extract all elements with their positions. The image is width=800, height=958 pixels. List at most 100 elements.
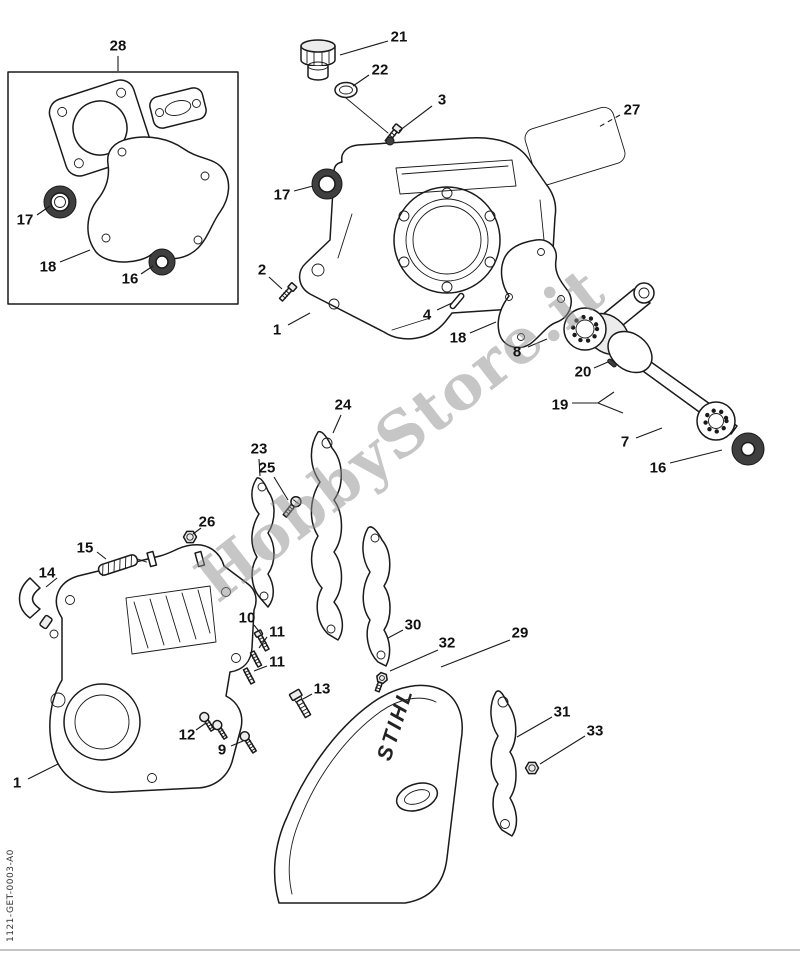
brake-band-24 <box>310 430 344 641</box>
callout-23: 23 <box>250 440 268 458</box>
callout-10: 10 <box>238 609 256 627</box>
inset-box-group <box>7 71 239 305</box>
screw-12 <box>212 719 228 740</box>
sprocket-cover-outline <box>273 684 463 904</box>
leader-line-12 <box>195 722 207 731</box>
callout-14: 14 <box>38 564 56 582</box>
callout-22: 22 <box>371 61 389 79</box>
leader-line-20 <box>593 361 609 369</box>
stud-11 <box>242 667 256 685</box>
callout-8: 8 <box>512 343 522 361</box>
screw-10 <box>253 629 270 652</box>
gasket-hole <box>200 171 210 181</box>
leader-line-14 <box>45 577 58 588</box>
callout-9: 9 <box>217 741 227 759</box>
leader-line-31 <box>516 716 553 738</box>
leader-line-25 <box>273 476 289 501</box>
leader-line-1 <box>27 763 59 780</box>
leader-line-26 <box>192 527 202 535</box>
crankcase-left-outline <box>49 544 257 793</box>
stud <box>194 550 206 568</box>
leader-line-3 <box>398 105 433 132</box>
leader-line-21 <box>339 40 389 56</box>
chain-catcher-plate-23 <box>251 477 275 608</box>
callout-33: 33 <box>586 722 604 740</box>
oil-hose-14 <box>18 577 59 639</box>
leader-line-16 <box>140 265 154 275</box>
callout-3: 3 <box>437 91 447 109</box>
leader-line-17 <box>36 205 51 216</box>
leader-line-11 <box>253 665 268 672</box>
leader-line-27 <box>596 114 621 129</box>
callout-2: 2 <box>257 261 267 279</box>
bolt-13 <box>288 688 312 719</box>
callout-26: 26 <box>198 513 216 531</box>
leader-line-16 <box>669 449 723 464</box>
plate-30 <box>362 526 391 667</box>
screw-2 <box>278 282 298 302</box>
stud-11 <box>249 650 263 668</box>
callout-28: 28 <box>109 37 127 55</box>
leader-line-8 <box>527 338 548 348</box>
callout-18: 18 <box>449 329 467 347</box>
leader-line-24 <box>332 414 342 434</box>
muffler-gasket <box>149 87 207 129</box>
leader-line-19 <box>597 402 624 414</box>
chain-guide-plate-31 <box>490 690 518 837</box>
assembly-axis-line <box>345 97 389 134</box>
nut-33 <box>524 761 540 775</box>
callout-12: 12 <box>178 726 196 744</box>
document-code: 1121-GET-0003-A0 <box>6 849 16 942</box>
leader-line-22 <box>352 74 370 87</box>
callout-11: 11 <box>269 653 285 671</box>
leader-line-33 <box>539 735 586 765</box>
callout-16: 16 <box>121 270 139 288</box>
callout-24: 24 <box>334 396 352 414</box>
leader-line-10 <box>253 624 262 635</box>
callout-27: 27 <box>623 101 641 119</box>
screw-9 <box>239 730 258 754</box>
leader-line-17 <box>293 185 314 192</box>
callout-18: 18 <box>39 258 57 276</box>
leader-line-15 <box>96 551 107 560</box>
screw-12 <box>199 711 215 732</box>
leader-line-18 <box>59 249 91 263</box>
leader-line-2 <box>268 276 283 290</box>
info-label-panel-27 <box>524 106 626 186</box>
screw-boss <box>385 136 395 146</box>
o-ring-22 <box>334 81 358 99</box>
woodruff-key-20 <box>607 358 617 368</box>
callout-19: 19 <box>551 396 569 414</box>
gasket-18-right <box>497 239 572 349</box>
callout-4: 4 <box>422 306 432 324</box>
callout-30: 30 <box>404 616 422 634</box>
callout-17: 17 <box>273 186 291 204</box>
spring-15 <box>97 554 147 577</box>
callout-11: 11 <box>269 623 285 641</box>
cover-emblem <box>395 782 439 812</box>
callout-1: 1 <box>12 774 22 792</box>
crank-web <box>607 330 653 374</box>
leader-line-18 <box>469 321 497 334</box>
callout-17: 17 <box>16 211 34 229</box>
sprocket-cover: STIHL <box>273 671 463 904</box>
leader-line-19 <box>572 391 615 404</box>
callout-13: 13 <box>313 680 331 698</box>
gasket-hole <box>101 233 111 243</box>
leader-line-32 <box>389 649 439 672</box>
pin-4 <box>449 292 465 310</box>
oil-seal-17-right <box>311 168 343 200</box>
oil-seal-17 <box>43 185 77 219</box>
leader-line-11 <box>258 636 268 649</box>
callout-1: 1 <box>272 321 282 339</box>
leader-line-30 <box>387 629 404 639</box>
callout-25: 25 <box>258 459 276 477</box>
gasket-hole <box>117 147 127 157</box>
leader-line-23 <box>258 458 261 477</box>
leader-line-9 <box>230 740 244 747</box>
screw-32 <box>374 671 388 693</box>
bearing-right-19 <box>696 401 736 441</box>
vent-cap <box>300 39 336 81</box>
